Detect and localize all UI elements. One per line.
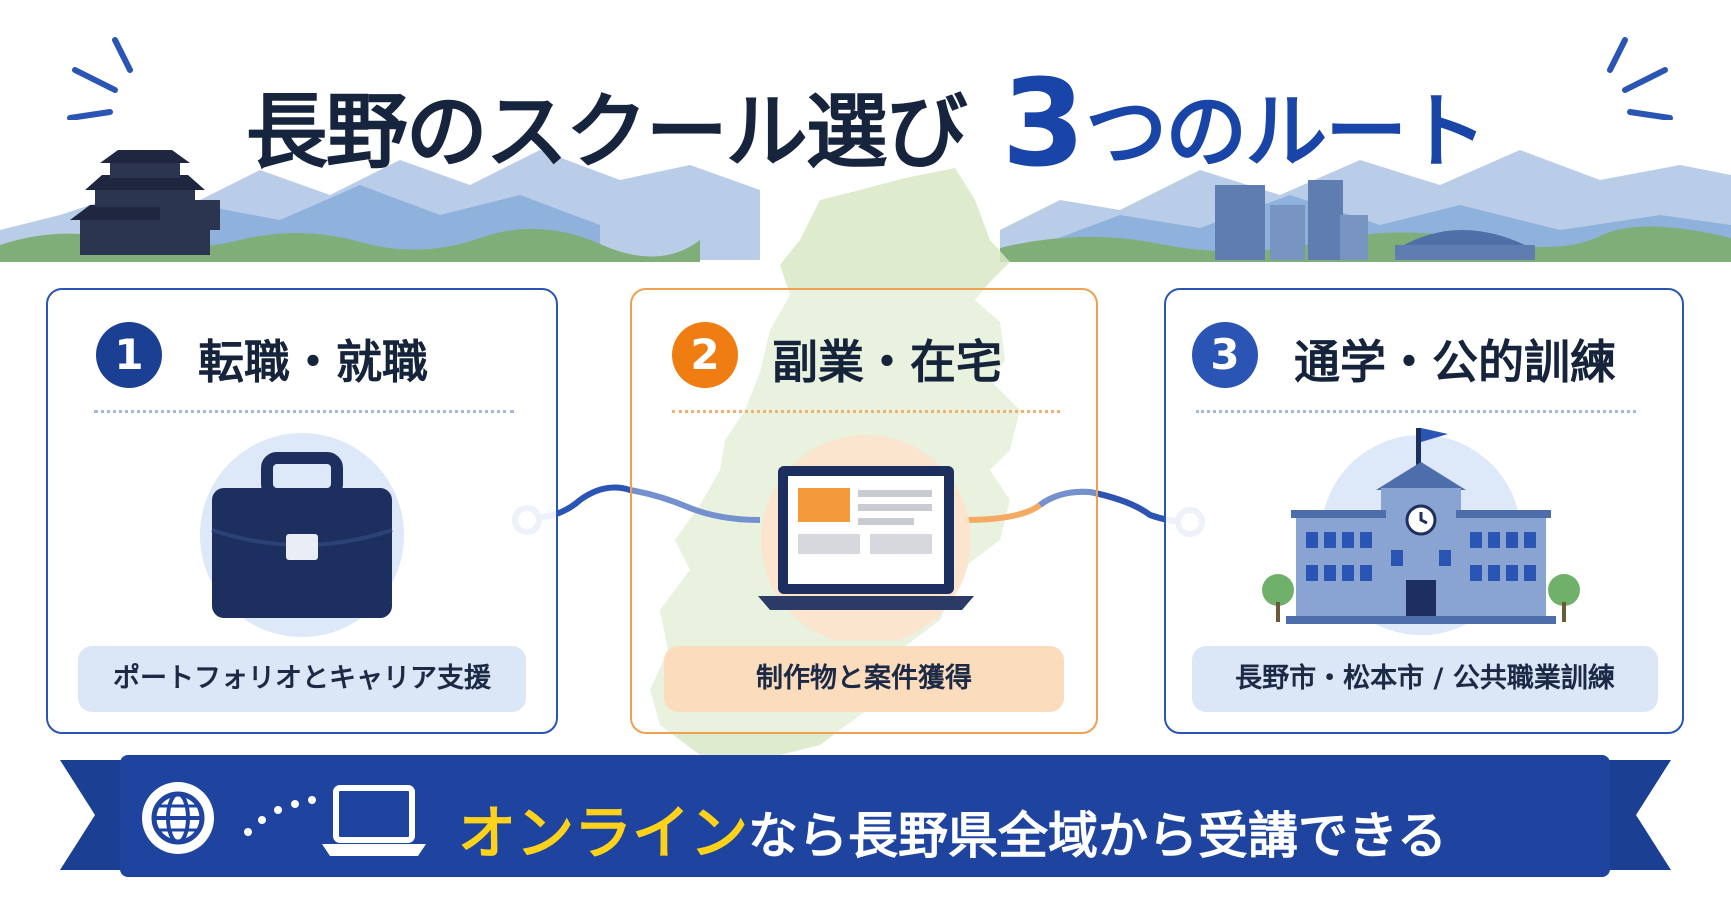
divider <box>672 410 1060 413</box>
banner-highlight: オンライン <box>458 799 749 867</box>
dotted-connection-icon <box>244 796 316 836</box>
route-card-school-training: 3 通学・公的訓練 長野市・松本市 / 公共職業訓練 <box>1164 288 1684 734</box>
school-building-icon <box>1262 428 1580 635</box>
bottom-banner <box>60 755 1671 877</box>
castle-illustration <box>70 150 220 255</box>
title-suffix: つのルート <box>1085 85 1487 180</box>
route-pill: ポートフォリオとキャリア支援 <box>78 646 526 712</box>
route-heading: 副業・在宅 <box>772 335 1002 389</box>
route-heading: 通学・公的訓練 <box>1294 335 1616 389</box>
route-pill: 長野市・松本市 / 公共職業訓練 <box>1192 646 1658 712</box>
sparkle-left-icon <box>67 37 133 120</box>
divider <box>1196 410 1636 413</box>
route-heading: 転職・就職 <box>198 335 428 389</box>
city-illustration <box>1215 180 1535 260</box>
route-number-badge: 3 <box>1192 322 1258 388</box>
laptop-icon <box>758 435 974 640</box>
route-number-badge: 2 <box>672 322 738 388</box>
banner-text: なら長野県全域から受講できる <box>748 807 1448 865</box>
laptop-banner-icon <box>322 785 426 856</box>
globe-icon <box>142 782 214 854</box>
title-main: 長野のスクール選び <box>245 85 968 180</box>
page-title: 長野のスクール選び 3つのルート <box>0 55 1731 194</box>
divider <box>94 410 514 413</box>
route-number-badge: 1 <box>96 322 162 388</box>
title-number: 3 <box>1001 55 1086 194</box>
route-card-job-change: 1 転職・就職 ポートフォリオとキャリア支援 <box>46 288 558 734</box>
briefcase-icon <box>200 433 404 637</box>
sparkle-right-icon <box>1607 37 1673 120</box>
route-pill: 制作物と案件獲得 <box>664 646 1064 712</box>
banner-message: オンラインなら長野県全域から受講できる <box>458 786 1447 870</box>
route-card-side-job: 2 副業・在宅 制作物と案件獲得 <box>630 288 1098 734</box>
